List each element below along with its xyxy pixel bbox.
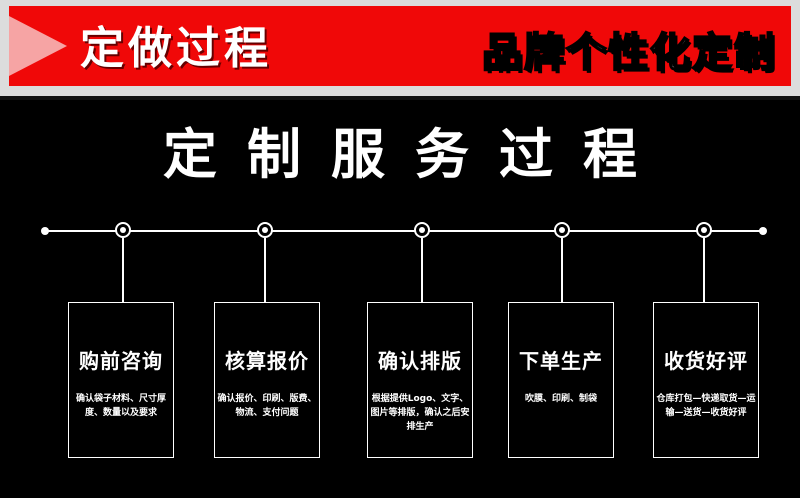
timeline-stem-1 bbox=[122, 238, 124, 302]
step-desc: 确认报价、印刷、版费、物流、支付问题 bbox=[217, 394, 317, 418]
step-desc: 确认袋子材料、尺寸厚度、数量以及要求 bbox=[75, 394, 166, 418]
step-desc: 根据提供Logo、文字、图片等排版，确认之后安排生产 bbox=[370, 394, 470, 432]
step-title: 核算报价 bbox=[225, 349, 309, 373]
timeline-stem-2 bbox=[264, 238, 266, 302]
step-card-3: 确认排版 根据提供Logo、文字、图片等排版，确认之后安排生产 bbox=[367, 302, 473, 458]
step-card-4: 下单生产 吹膜、印刷、制袋 bbox=[508, 302, 614, 458]
step-card-5: 收货好评 仓库打包—快递取货—运输—送货—收货好评 bbox=[653, 302, 759, 458]
timeline-line bbox=[45, 230, 763, 232]
step-title: 下单生产 bbox=[519, 349, 603, 373]
header-banner bbox=[9, 6, 791, 86]
arrow-icon bbox=[9, 16, 67, 76]
step-desc: 仓库打包—快递取货—运输—送货—收货好评 bbox=[656, 394, 756, 418]
step-title: 确认排版 bbox=[378, 349, 462, 373]
banner-right-title: 品牌个性化定制 bbox=[481, 29, 776, 77]
timeline-node-2 bbox=[257, 222, 273, 238]
timeline-node-3 bbox=[414, 222, 430, 238]
timeline-stem-5 bbox=[703, 238, 705, 302]
step-title: 购前咨询 bbox=[79, 349, 163, 373]
timeline-end-dot bbox=[759, 227, 767, 235]
step-title: 收货好评 bbox=[664, 349, 748, 373]
banner-left-title: 定做过程 bbox=[80, 23, 272, 74]
step-card-2: 核算报价 确认报价、印刷、版费、物流、支付问题 bbox=[214, 302, 320, 458]
timeline-start-dot bbox=[41, 227, 49, 235]
step-card-1: 购前咨询 确认袋子材料、尺寸厚度、数量以及要求 bbox=[68, 302, 174, 458]
timeline-node-5 bbox=[696, 222, 712, 238]
divider bbox=[0, 96, 800, 100]
timeline-node-1 bbox=[115, 222, 131, 238]
timeline-stem-4 bbox=[561, 238, 563, 302]
timeline-node-4 bbox=[554, 222, 570, 238]
step-desc: 吹膜、印刷、制袋 bbox=[524, 394, 597, 404]
page-title: 定制服务过程 bbox=[163, 123, 667, 186]
timeline-stem-3 bbox=[421, 238, 423, 302]
